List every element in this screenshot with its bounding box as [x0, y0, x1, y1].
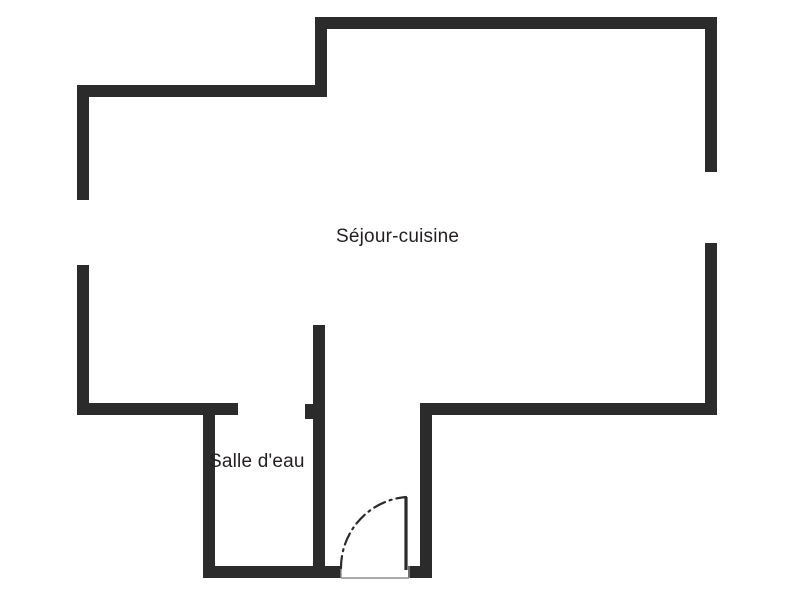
wall-right-bottom — [420, 403, 717, 415]
wall-left-upper — [77, 85, 89, 200]
wall-wc-left — [203, 403, 215, 578]
wall-wc-right — [420, 403, 432, 578]
wall-partition-mid — [313, 325, 325, 566]
walls-group — [77, 17, 717, 578]
room-label-salle-deau: Salle d'eau — [209, 451, 305, 472]
wall-step-horizontal — [77, 85, 327, 97]
wall-top — [315, 17, 717, 29]
room-label-sejour-cuisine: Séjour-cuisine — [336, 226, 460, 247]
wall-right-upper — [705, 17, 717, 172]
wall-partition-jamb — [305, 404, 314, 419]
wall-left-bottom — [77, 403, 238, 415]
door-group — [339, 495, 410, 579]
wall-bottom-left — [203, 566, 341, 578]
wall-right-lower — [705, 243, 717, 415]
wall-bottom-right — [408, 566, 432, 578]
door-swing-arc — [339, 495, 408, 570]
wall-left-lower — [77, 265, 89, 415]
wall-step-vertical — [315, 17, 327, 97]
